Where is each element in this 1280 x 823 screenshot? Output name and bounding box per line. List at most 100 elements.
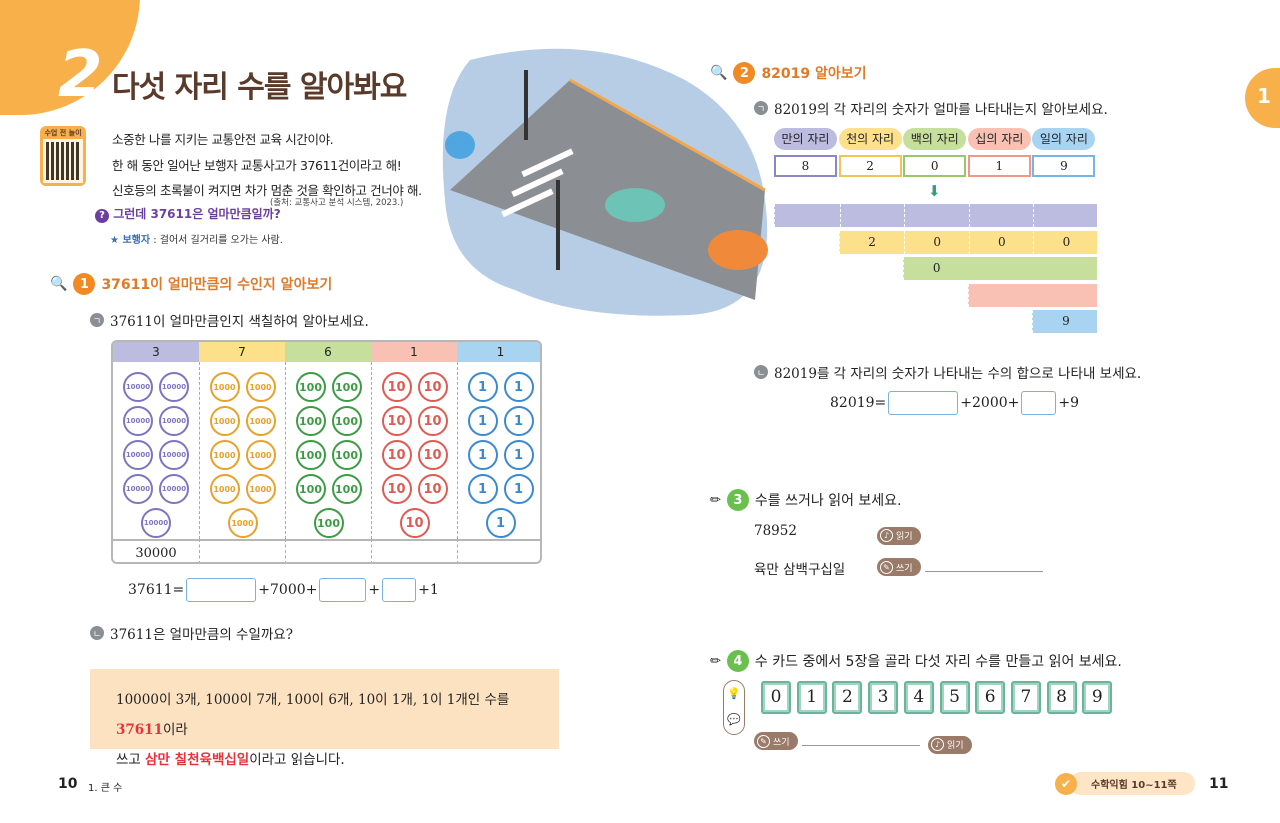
sum-cell[interactable]: 30000 [113,539,199,562]
coin-10000[interactable]: 10000 [123,474,153,504]
coin-1[interactable]: 1 [485,508,516,538]
place-value-bar[interactable]: 0 [903,257,1097,280]
microphone-icon: ♪ [880,529,893,542]
coin-100[interactable]: 100 [295,440,326,470]
coin-1[interactable]: 1 [467,474,498,504]
coin-100[interactable]: 100 [331,440,362,470]
coin-10[interactable]: 10 [381,372,412,402]
read-chip[interactable]: ♪읽기 [928,732,972,754]
number-card[interactable]: 4 [903,681,934,714]
intro-line: 한 해 동안 일어난 보행자 교통사고가 37611건이라고 해! [112,158,402,173]
sum-cell[interactable] [285,539,371,562]
coin-10[interactable]: 10 [381,406,412,436]
coin-1000[interactable]: 1000 [209,406,240,436]
column-header: 6 [285,342,371,362]
coin-100[interactable]: 100 [295,372,326,402]
coin-10000[interactable]: 10000 [141,508,171,538]
coin-100[interactable]: 100 [331,372,362,402]
arrow-down-icon: ⬇ [928,182,941,200]
coin-1[interactable]: 1 [503,440,534,470]
sum-cell[interactable] [457,539,540,562]
coin-1[interactable]: 1 [503,406,534,436]
coin-10000[interactable]: 10000 [123,372,153,402]
number-card[interactable]: 3 [868,681,899,714]
read-chip[interactable]: ♪읽기 [877,523,921,545]
coin-10[interactable]: 10 [417,474,448,504]
coin-100[interactable]: 100 [295,406,326,436]
coin-10[interactable]: 10 [381,440,412,470]
qr-code-box[interactable]: 수업 전 놀이 [40,126,86,186]
coin-10[interactable]: 10 [417,440,448,470]
place-value-bar[interactable] [774,204,1097,227]
subquestion-text: 37611은 얼마만큼의 수일까요? [110,627,293,643]
lightbulb-icon[interactable]: 💡 [727,687,741,700]
coin-10000[interactable]: 10000 [159,372,189,402]
chapter-side-tab[interactable]: 1 [1245,68,1280,128]
bar-digit [775,204,840,227]
place-value-bar[interactable]: 9 [1032,310,1097,333]
speech-bubble-icon[interactable]: 💬 [727,713,741,726]
number-card[interactable]: 8 [1046,681,1077,714]
number-card[interactable]: 1 [796,681,827,714]
write-chip[interactable]: ✎쓰기 [754,732,920,750]
answer-line[interactable] [924,562,1043,572]
coin-100[interactable]: 100 [313,508,344,538]
coin-1[interactable]: 1 [467,440,498,470]
coin-1[interactable]: 1 [503,474,534,504]
answer-box-tens[interactable] [382,578,417,602]
coin-10000[interactable]: 10000 [159,440,189,470]
coin-100[interactable]: 100 [331,406,362,436]
coin-10000[interactable]: 10000 [123,406,153,436]
coin-1000[interactable]: 1000 [227,508,258,538]
coin-1000[interactable]: 1000 [245,474,276,504]
coin-100[interactable]: 100 [295,474,326,504]
eq-text: 82019= [830,395,887,411]
coin-1000[interactable]: 1000 [245,406,276,436]
section-title: 82019 알아보기 [761,66,867,82]
coin-10[interactable]: 10 [381,474,412,504]
coin-10000[interactable]: 10000 [123,440,153,470]
section-number-badge: 4 [726,650,749,672]
digit-box: 8 [774,155,837,177]
answer-box-ten-thousands[interactable] [888,391,959,415]
place-label: 일의 자리 [1032,128,1096,150]
answer-box-ten-thousands[interactable] [186,578,257,602]
coin-10000[interactable]: 10000 [159,406,189,436]
chip-label: 쓰기 [896,563,913,574]
number-card[interactable]: 2 [832,681,863,714]
coin-1[interactable]: 1 [467,406,498,436]
coin-100[interactable]: 100 [331,474,362,504]
coin-10[interactable]: 10 [417,372,448,402]
coin-1000[interactable]: 1000 [245,440,276,470]
answer-box-hundreds[interactable] [319,578,367,602]
pencil-icon: ✎ [757,734,770,748]
number-card[interactable]: 9 [1082,681,1113,714]
coin-1000[interactable]: 1000 [209,372,240,402]
coin-10[interactable]: 10 [417,406,448,436]
number-card[interactable]: 7 [1010,681,1041,714]
number-card[interactable]: 6 [975,681,1006,714]
coin-10000[interactable]: 10000 [159,474,189,504]
coin-1[interactable]: 1 [503,372,534,402]
number-card[interactable]: 5 [939,681,970,714]
answer-line[interactable] [801,736,920,746]
coin-10[interactable]: 10 [399,508,430,538]
answer-box-tens[interactable] [1021,391,1057,415]
number-card[interactable]: 0 [761,681,791,714]
coin-1000[interactable]: 1000 [209,440,240,470]
write-chip[interactable]: ✎쓰기 [877,558,1043,576]
coin-1[interactable]: 1 [467,372,498,402]
workbook-badge[interactable]: ✔ 수학익힘 10~11쪽 [1055,772,1195,795]
sum-cell[interactable] [371,539,457,562]
coin-1000[interactable]: 1000 [245,372,276,402]
sum-cell[interactable] [199,539,285,562]
digit-box: 2 [838,155,902,177]
place-value-bar[interactable] [967,284,1097,307]
coin-1000[interactable]: 1000 [209,474,240,504]
